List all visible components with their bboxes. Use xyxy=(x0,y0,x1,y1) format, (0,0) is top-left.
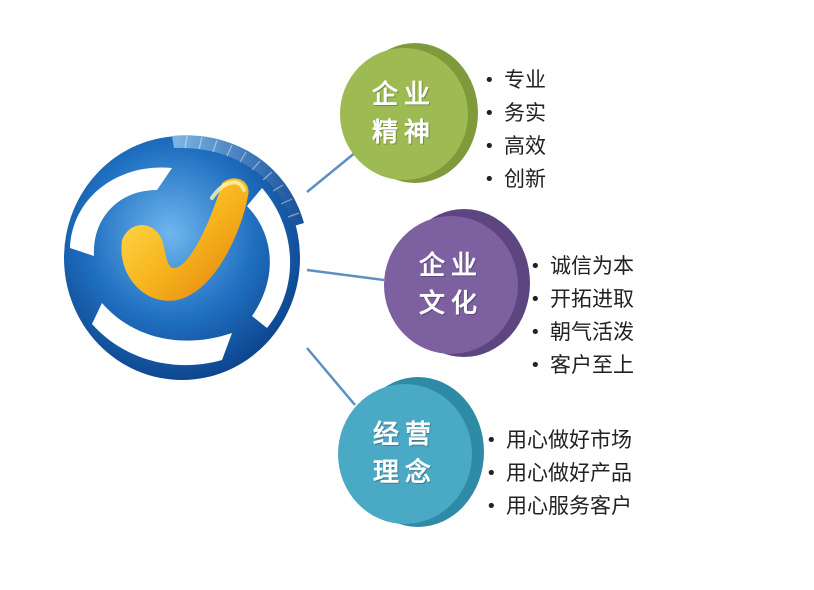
list-item: 诚信为本 xyxy=(530,250,634,283)
list-item: 开拓进取 xyxy=(530,283,634,316)
list-item: 专业 xyxy=(484,64,546,97)
culture-list: 诚信为本 开拓进取 朝气活泼 客户至上 xyxy=(530,250,634,382)
list-item: 朝气活泼 xyxy=(530,316,634,349)
company-logo xyxy=(64,135,304,380)
list-item: 用心服务客户 xyxy=(486,490,632,523)
spirit-list: 专业 务实 高效 创新 xyxy=(484,64,546,196)
list-item: 务实 xyxy=(484,97,546,130)
philosophy-title-line2: 理念 xyxy=(372,458,437,488)
spirit-disc: 企业 精神 xyxy=(340,48,468,180)
connector-philosophy xyxy=(306,347,356,406)
list-item: 高效 xyxy=(484,130,546,163)
list-item: 用心做好产品 xyxy=(486,457,632,490)
culture-title-line1: 企业 xyxy=(418,251,483,281)
culture-title-line2: 文化 xyxy=(418,289,483,319)
connector-culture xyxy=(306,268,385,282)
philosophy-list: 用心做好市场 用心做好产品 用心服务客户 xyxy=(486,424,632,523)
list-item: 客户至上 xyxy=(530,349,634,382)
list-item: 创新 xyxy=(484,163,546,196)
spirit-title-line1: 企业 xyxy=(371,80,436,110)
philosophy-title-line1: 经营 xyxy=(372,420,437,450)
culture-disc: 企业 文化 xyxy=(384,216,518,354)
philosophy-disc: 经营 理念 xyxy=(338,384,472,524)
list-item: 用心做好市场 xyxy=(486,424,632,457)
connector-spirit xyxy=(306,151,357,193)
spirit-title-line2: 精神 xyxy=(371,118,436,148)
